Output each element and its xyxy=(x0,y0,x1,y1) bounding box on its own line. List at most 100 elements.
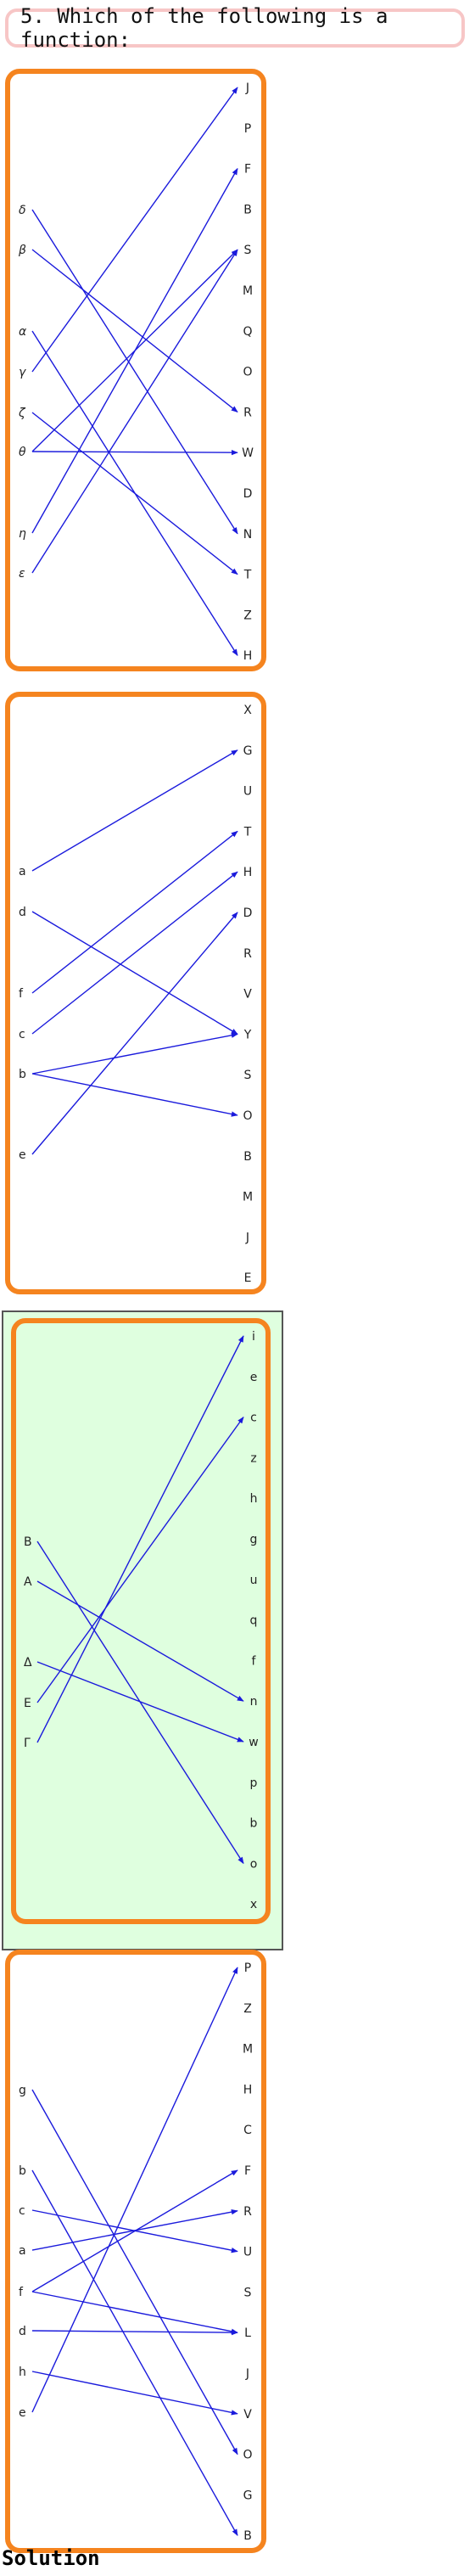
codomain-label: p xyxy=(250,1776,258,1790)
mapping-arrow xyxy=(31,2371,238,2416)
codomain-label: z xyxy=(250,1451,256,1465)
codomain-label: x xyxy=(250,1898,257,1911)
codomain-label: F xyxy=(244,163,251,177)
mapping-arrow xyxy=(36,1661,244,1743)
domain-label: γ xyxy=(19,366,26,379)
codomain-label: E xyxy=(244,1271,252,1285)
mapping-arrow xyxy=(31,912,238,1155)
domain-label: δ xyxy=(19,204,26,217)
codomain-label: R xyxy=(243,406,252,419)
codomain-label: O xyxy=(243,2449,252,2462)
codomain-label: J xyxy=(245,2367,249,2381)
mapping-arrow xyxy=(31,749,238,872)
domain-label: b xyxy=(19,1068,26,1081)
domain-label: E xyxy=(24,1697,31,1710)
codomain-label: B xyxy=(243,2529,252,2543)
mapping-arrow xyxy=(31,1073,238,1117)
codomain-label: X xyxy=(243,704,252,717)
codomain-label: H xyxy=(243,2083,253,2096)
codomain-label: M xyxy=(243,2043,253,2057)
correct-answer-highlight xyxy=(2,1310,283,1950)
domain-label: f xyxy=(19,2286,24,2299)
codomain-label: c xyxy=(250,1411,257,1425)
panel-frame xyxy=(5,692,266,1294)
domain-label: β xyxy=(18,244,26,257)
mapping-arrow xyxy=(31,209,238,535)
domain-label: d xyxy=(19,2325,26,2338)
codomain-label: J xyxy=(245,81,249,95)
codomain-label: G xyxy=(243,744,253,758)
codomain-label: R xyxy=(243,947,252,961)
domain-label: ζ xyxy=(18,407,26,420)
codomain-label: V xyxy=(243,2408,252,2422)
domain-label: c xyxy=(19,2204,25,2218)
mapping-arrow xyxy=(31,249,238,574)
domain-label: Γ xyxy=(24,1737,31,1750)
codomain-label: S xyxy=(244,244,252,257)
codomain-label: M xyxy=(243,1191,253,1204)
domain-label: b xyxy=(19,2164,26,2178)
codomain-label: L xyxy=(244,2326,251,2340)
domain-label: e xyxy=(19,1148,26,1162)
domain-label: Δ xyxy=(24,1656,32,1670)
codomain-label: C xyxy=(243,2124,252,2137)
domain-label: g xyxy=(19,2084,26,2097)
codomain-label: g xyxy=(250,1533,258,1546)
mapping-arrow xyxy=(31,249,238,412)
codomain-label: Q xyxy=(243,325,252,339)
codomain-label: i xyxy=(252,1330,255,1344)
codomain-label: Z xyxy=(243,609,252,622)
codomain-label: w xyxy=(249,1736,258,1749)
domain-label: α xyxy=(19,325,27,339)
codomain-label: b xyxy=(250,1817,258,1831)
domain-label: e xyxy=(19,2406,26,2420)
codomain-label: D xyxy=(243,906,253,920)
codomain-label: f xyxy=(252,1654,257,1668)
codomain-label: P xyxy=(244,1961,251,1975)
domain-label: a xyxy=(19,865,26,878)
codomain-label: R xyxy=(243,2205,252,2219)
mapping-arrow xyxy=(31,2291,238,2334)
mapping-arrow xyxy=(31,1032,238,1075)
domain-label: c xyxy=(19,1028,25,1041)
codomain-label: P xyxy=(244,122,251,136)
mapping-arrow xyxy=(31,2169,238,2293)
mapping-arrow xyxy=(31,1967,238,2413)
codomain-label: W xyxy=(242,446,254,460)
codomain-label: Y xyxy=(243,1028,252,1041)
codomain-label: n xyxy=(250,1695,258,1709)
domain-label: f xyxy=(19,987,24,1001)
codomain-label: S xyxy=(244,2286,252,2299)
codomain-label: h xyxy=(250,1492,258,1506)
codomain-label: Z xyxy=(243,2002,252,2016)
codomain-label: T xyxy=(243,825,252,839)
codomain-label: B xyxy=(243,1150,252,1164)
codomain-label: U xyxy=(243,2246,252,2259)
mapping-arrow xyxy=(36,1416,244,1703)
codomain-label: u xyxy=(250,1574,258,1587)
mapping-arrow xyxy=(31,830,238,994)
codomain-label: e xyxy=(250,1371,258,1384)
codomain-label: o xyxy=(250,1857,258,1871)
domain-label: A xyxy=(24,1575,32,1589)
mapping-arrow xyxy=(31,2089,238,2455)
panel-frame xyxy=(11,1318,271,1924)
codomain-label: F xyxy=(244,2164,251,2178)
mapping-arrow xyxy=(31,167,238,534)
codomain-label: D xyxy=(243,487,253,501)
codomain-label: J xyxy=(245,1231,249,1244)
domain-label: θ xyxy=(19,446,26,459)
codomain-label: N xyxy=(243,528,252,542)
codomain-label: q xyxy=(250,1614,258,1628)
panel-frame xyxy=(5,69,266,671)
codomain-label: O xyxy=(243,1109,252,1123)
codomain-label: M xyxy=(243,284,253,298)
mapping-arrow xyxy=(36,1580,244,1702)
codomain-label: H xyxy=(243,866,253,879)
codomain-label: V xyxy=(243,988,252,1002)
domain-label: d xyxy=(19,906,26,919)
